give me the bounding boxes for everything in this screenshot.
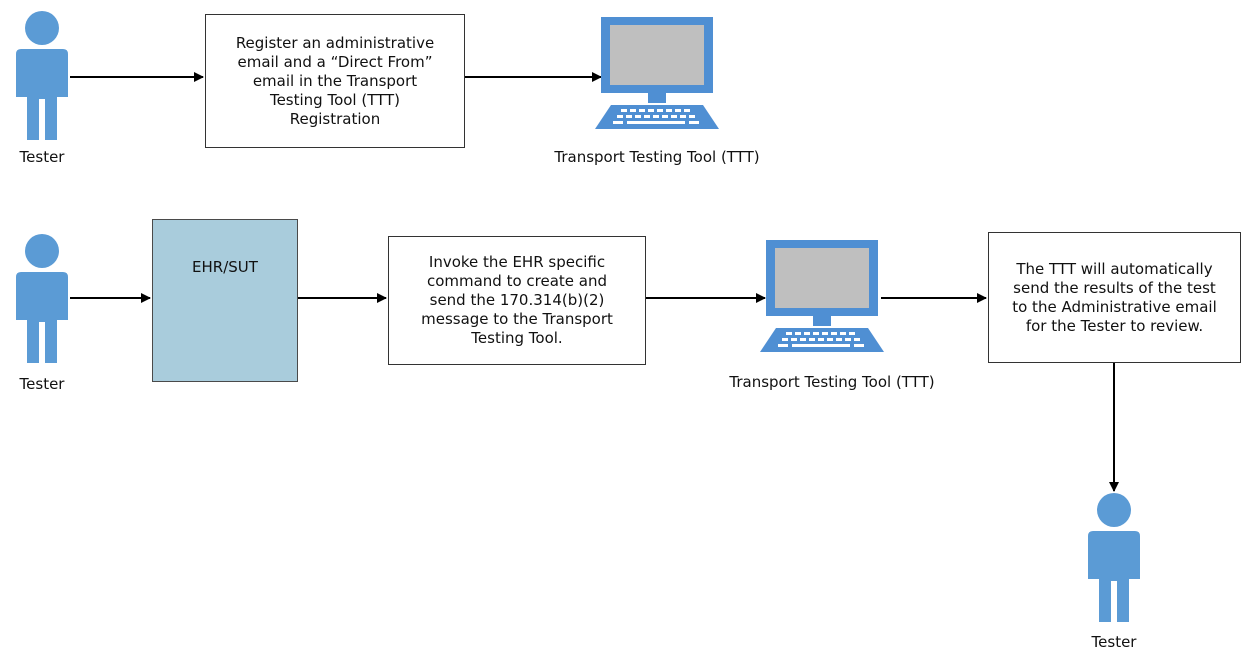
tester-label: Tester <box>1091 633 1137 651</box>
computer-icon <box>760 240 884 352</box>
computer-icon <box>595 17 719 129</box>
tester-label: Tester <box>19 375 65 393</box>
invoke-command-step-text: Invoke the EHR specific command to creat… <box>421 253 613 347</box>
ttt-label: Transport Testing Tool (TTT) <box>729 373 935 391</box>
ttt-label: Transport Testing Tool (TTT) <box>554 148 760 166</box>
ehr-sut-box: EHR/SUT <box>152 219 298 382</box>
tester-label: Tester <box>19 148 65 166</box>
ehr-sut-label: EHR/SUT <box>192 258 258 276</box>
results-step-box: The TTT will automatically send the resu… <box>988 232 1241 363</box>
person-icon <box>1088 493 1140 622</box>
register-email-step-box: Register an administrative email and a “… <box>205 14 465 148</box>
person-icon <box>16 234 68 363</box>
invoke-command-step-box: Invoke the EHR specific command to creat… <box>388 236 646 365</box>
person-icon <box>16 11 68 140</box>
results-step-text: The TTT will automatically send the resu… <box>1012 259 1217 335</box>
register-email-step-text: Register an administrative email and a “… <box>235 33 435 128</box>
